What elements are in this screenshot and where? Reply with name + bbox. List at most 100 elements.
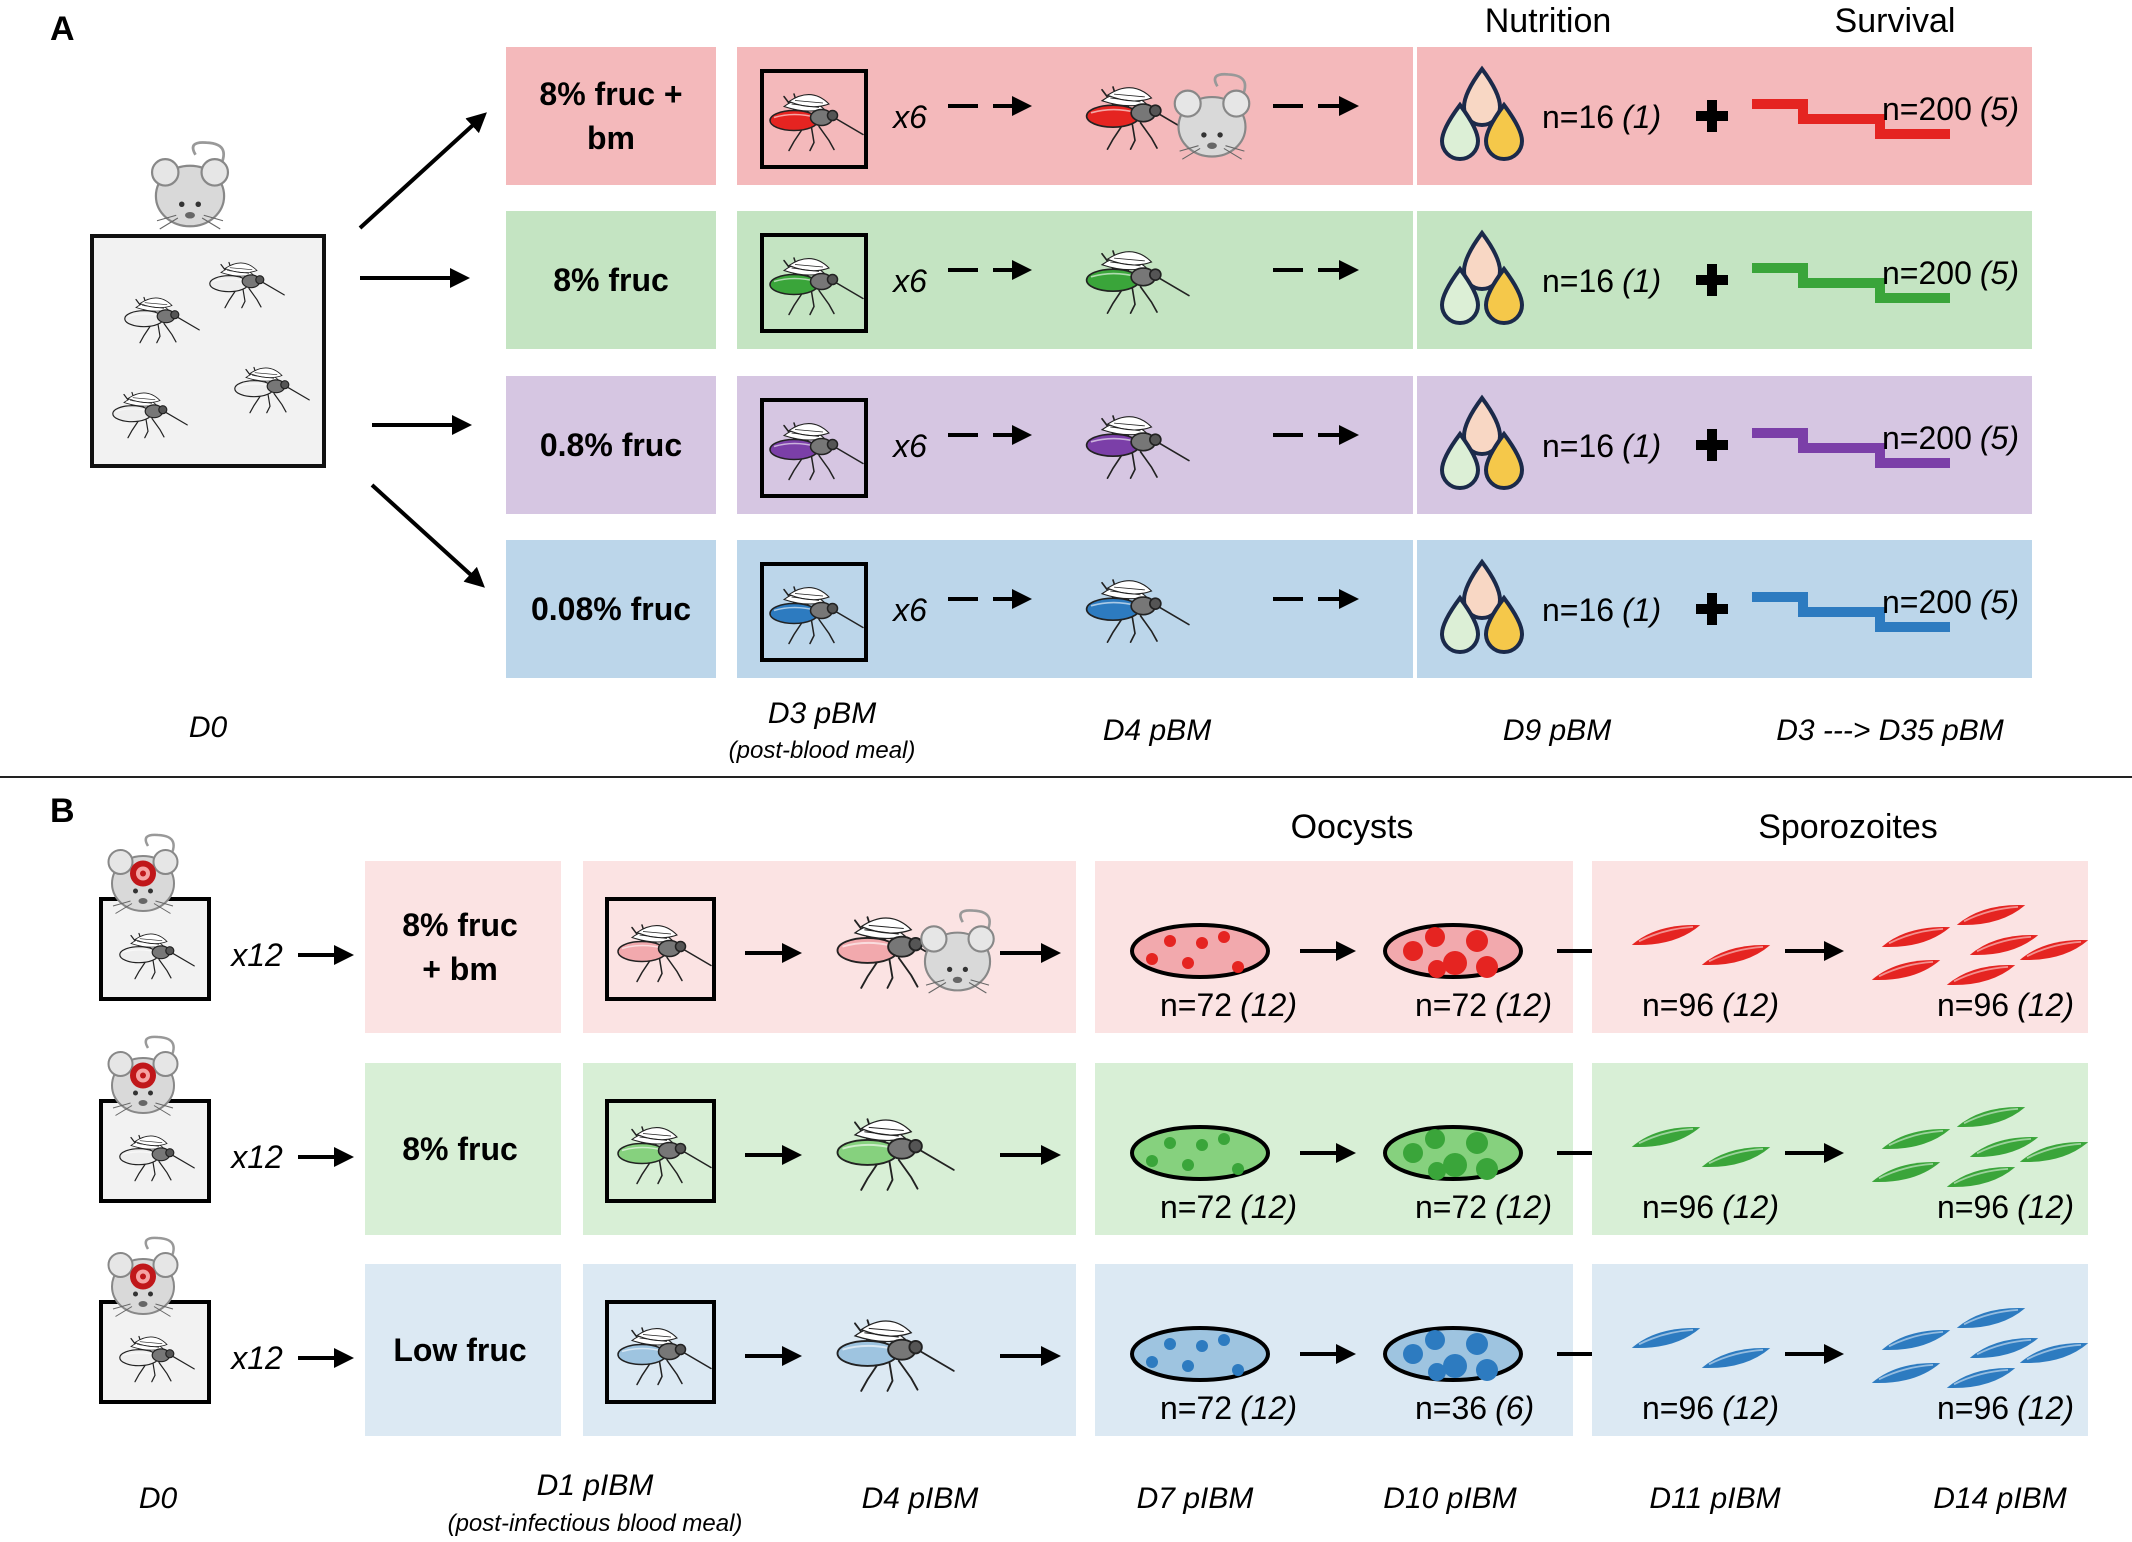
sporozoite-count-d14-k: (12) (2017, 1390, 2074, 1426)
plus-icon (1696, 264, 1728, 296)
plus-bar (1707, 593, 1717, 625)
oocyst-dot (1403, 941, 1423, 961)
oocyst-dot (1164, 1338, 1176, 1350)
survival-curve-icon (1752, 263, 1950, 303)
survival-count-k: (5) (1980, 255, 2019, 291)
condition-box (506, 211, 716, 349)
cup-icon (760, 562, 868, 662)
survival-count-k: (5) (1980, 420, 2019, 456)
nutrition-header: Nutrition (1485, 2, 1612, 40)
plus-icon (1696, 593, 1728, 625)
oocyst-count-d7-k: (12) (1240, 987, 1297, 1023)
sporozoite-count-d11: n=96(12) (1642, 1390, 1779, 1426)
sporozoite-count-d14-k: (12) (2017, 987, 2074, 1023)
oocyst-count-d7: n=72(12) (1160, 987, 1297, 1023)
oocyst-dot (1146, 1356, 1158, 1368)
sporozoite-count-d14-n: n=96 (1937, 1390, 2009, 1426)
multiplier: x12 (229, 1340, 283, 1376)
nutrition-count: n=16(1) (1542, 263, 1661, 299)
sporozoite-count-d11-n: n=96 (1642, 1189, 1714, 1225)
condition-box (506, 540, 716, 678)
oocyst-count-d7-n: n=72 (1160, 1390, 1232, 1426)
condition-label-line: 8% fruc + (539, 76, 682, 112)
condition-label-line: 0.8% fruc (540, 427, 682, 463)
panel-a-timepoints: D0 D3 pBM (post-blood meal) D4 pBM D9 pB… (189, 697, 2004, 764)
oocyst-count-d10-k: (12) (1495, 1189, 1552, 1225)
nutrition-count-k: (1) (1622, 592, 1661, 628)
cup-icon (760, 233, 868, 333)
condition-box (365, 1264, 561, 1436)
oocyst-count-d10-n: n=72 (1415, 987, 1487, 1023)
oocyst-dot (1218, 1334, 1230, 1346)
oocyst-dot (1164, 1137, 1176, 1149)
timepoint-d7: D7 pIBM (1137, 1482, 1254, 1515)
condition-label-line: 8% fruc (402, 907, 518, 943)
condition-label: Low fruc (393, 1332, 526, 1368)
oocyst-dot (1218, 1133, 1230, 1145)
panel-a-row-2: 0.8% fruc x6 n=16(1) n=200(5) (506, 376, 2032, 514)
nutrition-count-k: (1) (1622, 428, 1661, 464)
oocyst-dot (1466, 1333, 1488, 1355)
panel-b-letter: B (50, 792, 75, 830)
sporozoite-count-d14-n: n=96 (1937, 1189, 2009, 1225)
survival-count-n: n=200 (1882, 255, 1972, 291)
multiplier: x6 (891, 428, 927, 464)
oocyst-dot (1425, 927, 1445, 947)
survival-count-k: (5) (1980, 91, 2019, 127)
sporozoite-count-d14-k: (12) (2017, 1189, 2074, 1225)
oocyst-dot (1146, 1155, 1158, 1167)
midgut-oocyst-icon (1130, 1125, 1270, 1181)
survival-curve-icon (1752, 99, 1950, 139)
nutrition-count-n: n=16 (1542, 263, 1614, 299)
timepoint-d14: D14 pIBM (1933, 1482, 2066, 1515)
oocysts-header: Oocysts (1291, 808, 1414, 846)
cup-icon (605, 1300, 716, 1404)
plus-bar (1707, 100, 1717, 132)
oocyst-dot (1443, 951, 1467, 975)
oocyst-dot (1403, 1143, 1423, 1163)
survival-count-k: (5) (1980, 584, 2019, 620)
timepoint-d4: D4 pBM (1103, 714, 1211, 747)
cup-icon (760, 398, 868, 498)
fanout-arrows (358, 112, 487, 588)
survival-count: n=200(5) (1882, 91, 2019, 127)
oocyst-count-d7-k: (12) (1240, 1390, 1297, 1426)
panel-a-letter: A (50, 10, 75, 48)
oocyst-dot (1476, 1158, 1498, 1180)
multiplier: x12 (229, 1139, 283, 1175)
oocyst-dot (1164, 935, 1176, 947)
condition-label-line: 8% fruc (402, 1131, 518, 1167)
oocyst-count-d10-n: n=36 (1415, 1390, 1487, 1426)
infected-mouse-icon (109, 835, 178, 914)
oocyst-dot (1428, 1363, 1446, 1381)
plus-bar (1707, 264, 1717, 296)
nutrition-count: n=16(1) (1542, 428, 1661, 464)
timepoint-d35: D3 ---> D35 pBM (1776, 714, 2004, 747)
survival-count-n: n=200 (1882, 420, 1972, 456)
sporozoite-count-d11: n=96(12) (1642, 987, 1779, 1023)
condition-label-line: bm (587, 120, 635, 156)
oocyst-dot (1218, 931, 1230, 943)
mouse-icon (150, 141, 230, 231)
condition-box (365, 861, 561, 1033)
panel-b-timepoints: D0 D1 pIBM (post-infectious blood meal) … (139, 1469, 2067, 1537)
timepoint-d3-sub: (post-blood meal) (729, 737, 916, 764)
cup-icon (760, 69, 868, 169)
sporozoite-count-d11: n=96(12) (1642, 1189, 1779, 1225)
oocyst-dot (1196, 937, 1208, 949)
cup-icon (605, 897, 716, 1001)
sporozoite-count-d14: n=96(12) (1937, 1390, 2074, 1426)
sporozoite-count-d11-k: (12) (1722, 1390, 1779, 1426)
timepoint-d11: D11 pIBM (1649, 1482, 1780, 1515)
condition-label: 0.8% fruc (540, 427, 682, 463)
infected-mouse-icon (109, 1037, 178, 1116)
oocyst-dot (1428, 960, 1446, 978)
oocyst-dot (1428, 1162, 1446, 1180)
oocyst-count-d10-n: n=72 (1415, 1189, 1487, 1225)
oocyst-dot (1443, 1153, 1467, 1177)
nutrition-count: n=16(1) (1542, 592, 1661, 628)
timeline-box (737, 211, 1413, 349)
oocyst-dot (1196, 1139, 1208, 1151)
